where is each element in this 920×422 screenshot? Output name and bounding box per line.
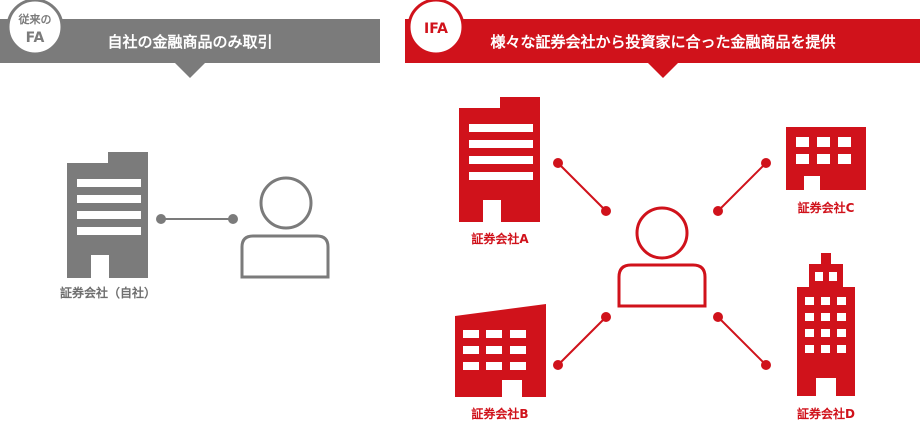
- left-badge-line1: 従来の: [18, 12, 52, 26]
- right-badge: IFA: [424, 21, 448, 37]
- left-badge-line2: FA: [26, 30, 45, 46]
- right-title-bar: [405, 19, 920, 63]
- connector-company-d: [713, 312, 771, 370]
- person-icon-investor-left: [240, 176, 330, 279]
- company-c-label: 証券会社C: [798, 200, 855, 215]
- left-connector: [156, 214, 238, 224]
- right-bar-pointer: [648, 63, 678, 78]
- connector-company-c: [713, 158, 771, 216]
- left-badge-circle: [6, 0, 64, 56]
- building-icon-company-c: [786, 127, 866, 190]
- left-header: 従来の FA 自社の金融商品のみ取引: [0, 0, 380, 78]
- own-company-label: 証券会社（自社）: [60, 285, 156, 300]
- building-icon-company-b: [455, 304, 546, 397]
- connector-company-a: [553, 158, 611, 216]
- right-header: IFA 様々な証券会社から投資家に合った金融商品を提供: [405, 0, 920, 78]
- right-badge-circle: [407, 0, 465, 56]
- company-b-label: 証券会社B: [471, 406, 528, 421]
- left-title: 自社の金融商品のみ取引: [107, 33, 272, 51]
- left-bar-pointer: [175, 63, 205, 78]
- person-icon-investor-right: [617, 206, 707, 308]
- right-title: 様々な証券会社から投資家に合った金融商品を提供: [490, 33, 835, 51]
- building-icon-company-d: [797, 253, 855, 396]
- company-a-label: 証券会社A: [471, 231, 529, 246]
- building-icon-own-company: [67, 152, 148, 278]
- connector-company-b: [553, 312, 611, 370]
- building-icon-company-a: [459, 97, 540, 222]
- company-d-label: 証券会社D: [797, 406, 855, 421]
